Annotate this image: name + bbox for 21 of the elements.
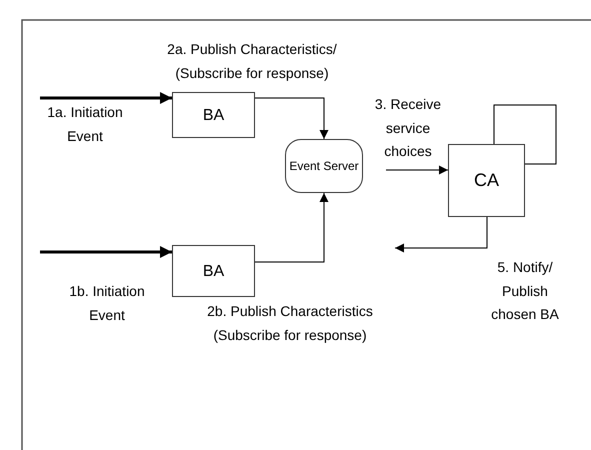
edge-label: 1a. Initiation Event: [46, 103, 124, 146]
edge-label: 5. Notify/ Publish chosen BA: [490, 258, 560, 324]
node-label: BA: [202, 262, 224, 280]
arrow: [40, 246, 172, 258]
arrow: [254, 192, 328, 262]
edge-label: 2a. Publish Characteristics/ (Subscribe for response): [166, 40, 338, 83]
edge-label: 2b. Publish Characteristics (Subscribe for response): [206, 302, 374, 345]
process-box: [172, 92, 255, 138]
edge-label: 1b. Initiation Event: [68, 282, 146, 324]
node-label: CA: [474, 170, 499, 191]
process-box: [172, 245, 255, 297]
rounded-box: [285, 139, 363, 193]
arrow: [394, 216, 488, 252]
arrow: [386, 166, 448, 174]
arrow: [40, 92, 172, 104]
arrow: [254, 98, 328, 140]
connector-line: [494, 104, 556, 164]
node-label: BA: [202, 106, 224, 124]
node-label: Event Server: [289, 158, 359, 174]
edge-label: 3. Receive service choices: [374, 95, 442, 161]
process-box: [448, 144, 525, 217]
